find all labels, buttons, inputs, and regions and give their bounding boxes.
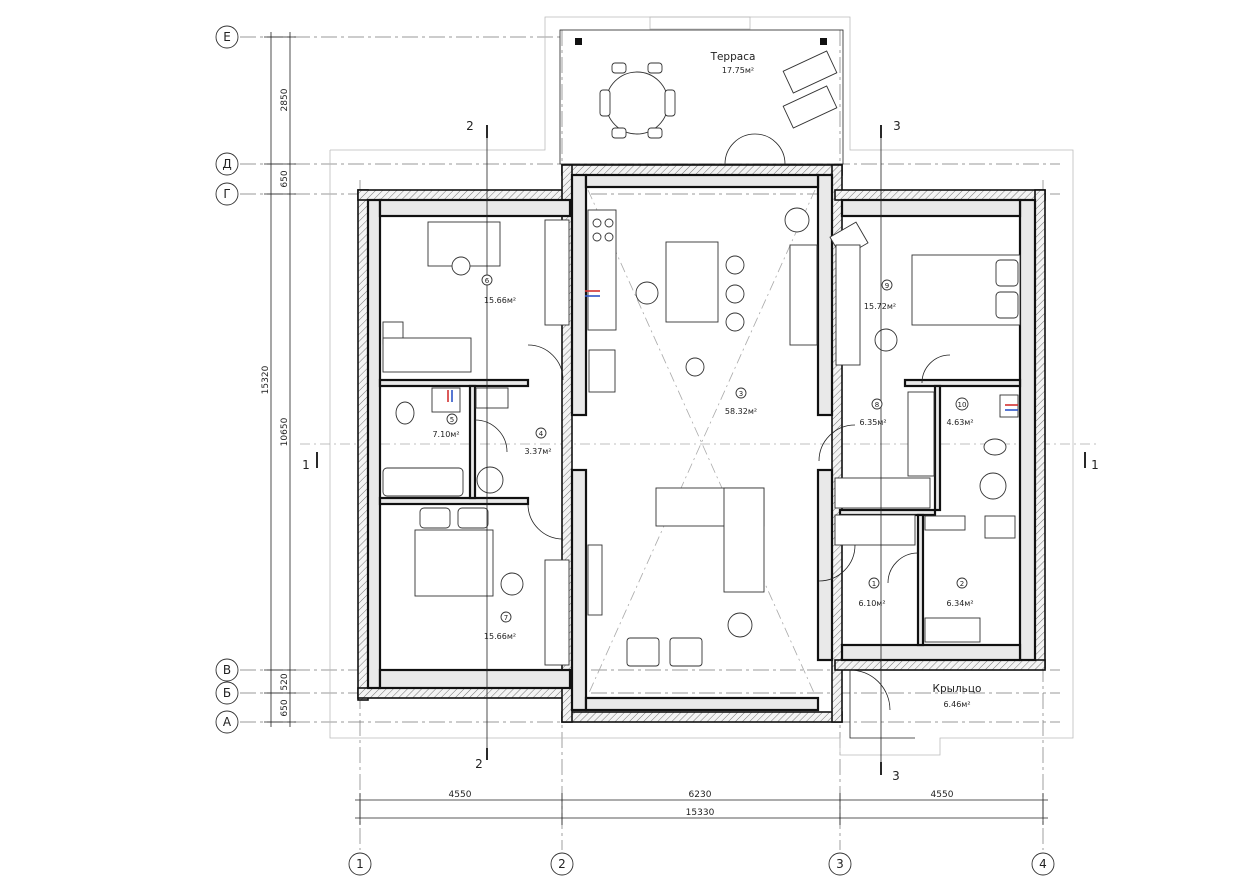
room-area-7: 15.66м²: [484, 632, 516, 641]
porch-area: 6.46м²: [943, 700, 970, 709]
room-area-1: 6.10м²: [858, 599, 885, 608]
dim-bottom-2: 6230: [689, 790, 712, 800]
dim-left-4: 520: [280, 673, 290, 690]
room-area-3: 58.32м²: [725, 407, 757, 416]
room-area-5: 7.10м²: [432, 430, 459, 439]
porch: [849, 669, 915, 739]
section-2-top: 2: [466, 119, 474, 133]
axis-label-v: В: [223, 663, 231, 677]
exterior-walls: [357, 164, 1046, 723]
axis-label-b: Б: [223, 686, 231, 700]
dim-left-5: 650: [280, 699, 290, 716]
room-labels: 1 6.10м² 2 6.34м² 3 58.32м² 4 3.37м² 5 7…: [432, 274, 974, 641]
room-number-8: 8: [875, 401, 879, 409]
plumbing-markers: [447, 290, 1018, 411]
porch-name: Крыльцо: [933, 683, 982, 695]
room-number-7: 7: [504, 614, 508, 622]
axis-label-1: 1: [356, 857, 364, 871]
outdoor-labels: Терраса 17.75м² Крыльцо 6.46м²: [710, 51, 982, 709]
dim-left-2: 650: [280, 170, 290, 187]
dim-left-total: 15320: [261, 365, 271, 394]
living-room-diagonals: [300, 189, 1100, 696]
axis-label-g: Г: [223, 187, 230, 201]
room-number-2: 2: [960, 580, 964, 588]
axis-label-3: 3: [836, 857, 844, 871]
room-area-9: 15.72м²: [864, 302, 896, 311]
terrace-area: 17.75м²: [722, 66, 754, 75]
section-1-left: 1: [302, 458, 310, 472]
inner-walls: [366, 173, 1037, 712]
room-number-4: 4: [539, 430, 544, 438]
section-2-bottom: 2: [475, 757, 483, 771]
dimension-lines: [264, 32, 1048, 825]
dim-left-3: 10650: [280, 417, 290, 446]
room-number-1: 1: [872, 580, 876, 588]
room-area-4: 3.37м²: [524, 447, 551, 456]
section-3-top: 3: [893, 119, 901, 133]
room-number-6: 6: [485, 277, 490, 285]
section-3-bottom: 3: [892, 769, 900, 783]
axis-label-2: 2: [558, 857, 566, 871]
axis-label-4: 4: [1039, 857, 1047, 871]
door-swings: [474, 344, 951, 584]
room-area-2: 6.34м²: [946, 599, 973, 608]
dimension-labels: 4550 6230 4550 15330 2850 650 10650 520 …: [261, 88, 954, 818]
furniture: [382, 207, 1021, 667]
room-area-10: 4.63м²: [946, 418, 973, 427]
room-number-5: 5: [450, 416, 454, 424]
room-area-6: 15.66м²: [484, 296, 516, 305]
section-markers: 1 1 2 2 3 3: [302, 119, 1099, 783]
dim-bottom-total: 15330: [686, 808, 715, 818]
section-1-right: 1: [1091, 458, 1099, 472]
dim-left-1: 2850: [280, 88, 290, 111]
room-area-8: 6.35м²: [859, 418, 886, 427]
axis-label-d: Д: [222, 157, 231, 171]
room-number-10: 10: [958, 401, 967, 409]
eaves-outline: [329, 16, 1074, 756]
dim-bottom-1: 4550: [449, 790, 472, 800]
axis-label-e: Е: [223, 30, 231, 44]
dim-bottom-3: 4550: [931, 790, 954, 800]
room-number-3: 3: [739, 390, 743, 398]
terrace-name: Терраса: [710, 51, 756, 63]
terrace: [559, 29, 844, 165]
axis-label-a: А: [223, 715, 232, 729]
axis-markers: Е Д Г В Б А 1 2 3 4: [215, 25, 1055, 876]
room-number-9: 9: [885, 282, 889, 290]
